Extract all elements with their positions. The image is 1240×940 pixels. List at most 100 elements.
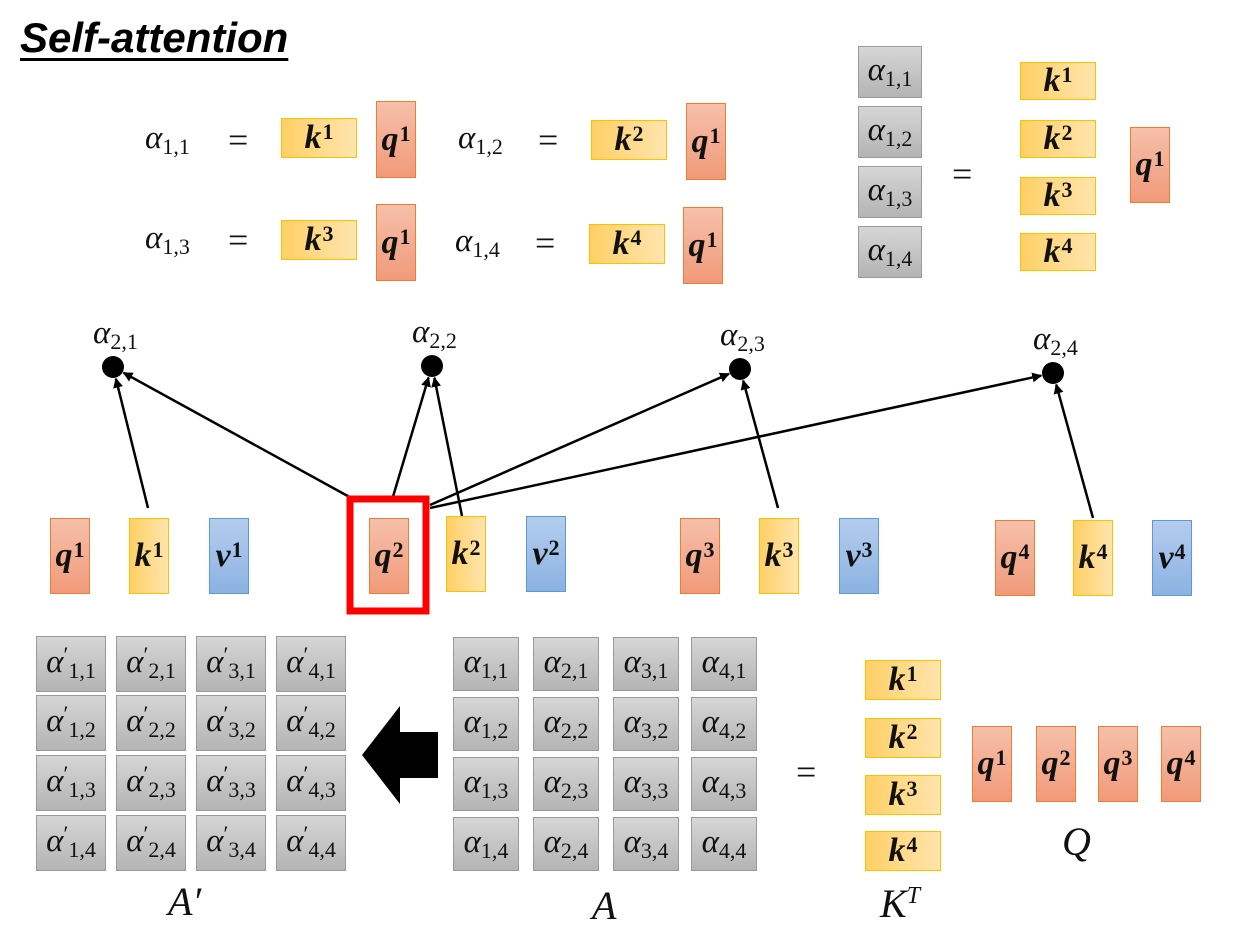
query-vector-label: q1 [1136,148,1165,182]
normalized-score-cell-label: α′3,2 [206,701,256,741]
normalized-score-cell: α′2,4 [116,815,186,871]
alpha-index: 4,2 [308,717,336,742]
alpha-index: 4,1 [718,658,747,683]
vector-index: 3 [861,537,873,562]
key-vector-label: k4 [1079,541,1108,575]
alpha-index: 1,1 [68,658,96,683]
value-vector-label: v1 [215,539,242,573]
normalized-score-cell-label: α′2,2 [126,703,176,742]
value-vector: v4 [1152,520,1192,596]
alpha-symbol: α [126,644,144,680]
alpha-index: 1,1 [162,134,190,159]
prime-mark: ′ [143,761,149,786]
alpha-index: 2,2 [148,717,176,742]
key-vector: k3 [865,775,941,815]
key-vector: k3 [759,518,799,594]
alpha-index: 1,4 [68,837,96,862]
value-vector-label: v2 [532,537,559,571]
vector-letter: k [888,776,906,813]
key-vector-label: k1 [1044,64,1073,98]
query-vector: q1 [972,726,1012,802]
vector-index: 1 [706,226,718,252]
alpha-symbol: α [126,703,144,739]
equals-sign: = [228,220,249,260]
normalized-score-cell-label: α′1,2 [46,703,96,741]
attention-arrow [429,372,1043,510]
alpha-index: 1,2 [480,718,509,743]
vector-index: 1 [995,745,1007,770]
key-vector-label: k1 [889,663,918,697]
vector-index: 1 [73,537,85,562]
vector-index: 3 [782,537,794,562]
alpha-symbol: α [867,172,885,208]
key-vector: k1 [281,118,357,158]
vector-index: 3 [906,776,918,801]
normalized-score-cell: α′2,1 [116,636,186,692]
equals-sign: = [228,120,249,160]
normalized-score-cell: α′1,2 [36,695,106,751]
key-vector: k3 [281,220,357,260]
equals-sign: = [538,120,559,160]
prime-mark: ′ [223,642,229,667]
normalized-score-cell: α′4,2 [276,695,346,751]
query-vector: q2 [369,518,409,594]
query-vector-label: q1 [382,122,411,157]
alpha-index: 3,3 [640,778,669,803]
equals-sign: = [796,752,817,792]
vector-letter: q [685,537,703,574]
value-vector-label: v4 [1158,541,1185,575]
alpha-symbol: α [463,824,481,860]
query-vector-label: q1 [382,225,411,260]
query-vector: q1 [686,103,726,180]
alpha-symbol: α [206,644,224,680]
key-vector-label: k3 [889,778,918,812]
query-vector-label: q1 [978,747,1007,781]
alpha-index: 1,1 [884,66,913,91]
alpha-index: 2,1 [148,658,176,683]
alpha-symbol: α [286,763,304,799]
alpha-symbol: α [623,644,641,680]
vector-index: 4 [906,832,918,857]
prime-mark: ′ [223,701,229,726]
key-vector-label: k2 [889,721,918,755]
vector-letter: v [532,535,548,572]
key-vector-label: k3 [1044,179,1073,213]
alpha-symbol: α [701,704,719,740]
alpha-index: 2,1 [110,329,138,354]
vector-index: 4 [1061,233,1073,258]
score-node [1042,362,1064,384]
alpha-symbol: α [543,704,561,740]
key-vector-label: k1 [135,539,164,573]
equals-sign: = [535,223,556,263]
key-vector: k2 [446,516,486,592]
normalized-score-cell: α′3,1 [196,636,266,692]
normalized-score-cell-label: α′2,4 [126,823,176,861]
normalized-score-cell: α′1,1 [36,636,106,692]
vector-index: 1 [906,661,918,686]
vector-letter: k [304,221,322,258]
matrix-a-prime-label: A′ [168,879,202,924]
alpha-index: 1,4 [884,246,913,271]
alpha-index: 3,1 [640,658,669,683]
key-vector: k1 [1020,62,1096,100]
key-vector-label: k4 [1044,235,1073,269]
alpha-symbol: α [1033,321,1051,357]
